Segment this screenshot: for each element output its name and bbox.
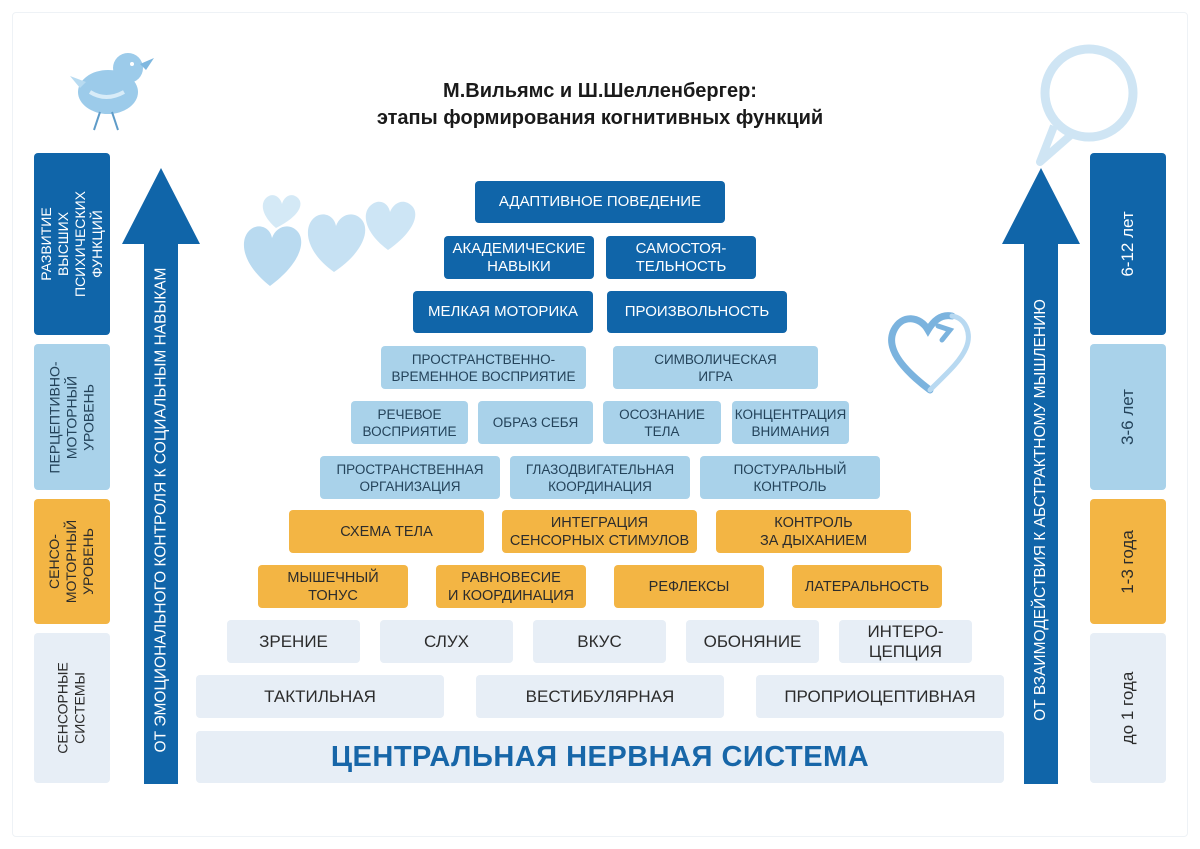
box-smell: ОБОНЯНИЕ (686, 620, 819, 663)
hearts-icon (243, 195, 416, 286)
box-interoception: ИНТЕРО- ЦЕПЦИЯ (839, 620, 972, 663)
box-self-image: ОБРАЗ СЕБЯ (478, 401, 593, 444)
box-breathing-control: КОНТРОЛЬ ЗА ДЫХАНИЕМ (716, 510, 911, 553)
level-sensory-systems: СЕНСОРНЫЕ СИСТЕМЫ (34, 633, 110, 783)
poster-title: М.Вильямс и Ш.Шелленбергер: этапы формир… (300, 78, 900, 132)
level-label: РАЗВИТИЕ ВЫСШИХ ПСИХИЧЕСКИХ ФУНКЦИЙ (38, 191, 106, 297)
left-arrow-label: ОТ ЭМОЦИОНАЛЬНОГО КОНТРОЛЯ К СОЦИАЛЬНЫМ … (152, 267, 169, 753)
box-vision: ЗРЕНИЕ (227, 620, 360, 663)
right-arrow-label: ОТ ВЗАИМОДЕЙСТВИЯ К АБСТРАКТНОМУ МЫШЛЕНИ… (1032, 299, 1049, 721)
box-voluntariness: ПРОИЗВОЛЬНОСТЬ (607, 291, 787, 333)
box-sensory-integration: ИНТЕГРАЦИЯ СЕНСОРНЫХ СТИМУЛОВ (502, 510, 697, 553)
box-proprioceptive: ПРОПРИОЦЕПТИВНАЯ (756, 675, 1004, 718)
box-reflexes: РЕФЛЕКСЫ (614, 565, 764, 608)
box-body-awareness: ОСОЗНАНИЕ ТЕЛА (603, 401, 721, 444)
age-under-1: до 1 года (1090, 633, 1166, 783)
age-label: 1-3 года (1118, 529, 1137, 594)
box-taste: ВКУС (533, 620, 666, 663)
speech-bubble-icon (1036, 44, 1138, 166)
box-symbolic-play: СИМВОЛИЧЕСКАЯ ИГРА (613, 346, 818, 389)
box-adaptive-behavior: АДАПТИВНОЕ ПОВЕДЕНИЕ (475, 181, 725, 223)
age-3-6: 3-6 лет (1090, 344, 1166, 490)
level-label: СЕНСО- МОТОРНЫЙ УРОВЕНЬ (46, 519, 97, 604)
box-attention-concentration: КОНЦЕНТРАЦИЯ ВНИМАНИЯ (732, 401, 849, 444)
age-1-3: 1-3 года (1090, 499, 1166, 624)
level-label: ПЕРЦЕПТИВНО- МОТОРНЫЙ УРОВЕНЬ (46, 360, 97, 474)
age-label: 3-6 лет (1118, 389, 1137, 445)
box-vestibular: ВЕСТИБУЛЯРНАЯ (476, 675, 724, 718)
title-line-2: этапы формирования когнитивных функций (376, 107, 824, 129)
level-higher-functions: РАЗВИТИЕ ВЫСШИХ ПСИХИЧЕСКИХ ФУНКЦИЙ (34, 153, 110, 335)
left-up-arrow-icon (122, 168, 200, 784)
age-label: до 1 года (1118, 671, 1137, 745)
box-balance-coordination: РАВНОВЕСИЕ И КООРДИНАЦИЯ (436, 565, 586, 608)
box-spatiotemporal-perception: ПРОСТРАНСТВЕННО- ВРЕМЕННОЕ ВОСПРИЯТИЕ (381, 346, 586, 389)
box-muscle-tone: МЫШЕЧНЫЙ ТОНУС (258, 565, 408, 608)
box-fine-motor: МЕЛКАЯ МОТОРИКА (413, 291, 593, 333)
title-line-1: М.Вильямс и Ш.Шелленбергер: (443, 80, 757, 102)
box-academic-skills: АКАДЕМИЧЕСКИЕ НАВЫКИ (444, 236, 594, 279)
box-speech-perception: РЕЧЕВОЕ ВОСПРИЯТИЕ (351, 401, 468, 444)
box-independence: САМОСТОЯ- ТЕЛЬНОСТЬ (606, 236, 756, 279)
right-up-arrow-icon (1002, 168, 1080, 784)
level-label: СЕНСОРНЫЕ СИСТЕМЫ (55, 662, 88, 754)
age-label: 6-12 лет (1118, 211, 1137, 277)
box-hearing: СЛУХ (380, 620, 513, 663)
age-6-12: 6-12 лет (1090, 153, 1166, 335)
box-tactile: ТАКТИЛЬНАЯ (196, 675, 444, 718)
box-laterality: ЛАТЕРАЛЬНОСТЬ (792, 565, 942, 608)
bird-icon (70, 53, 154, 131)
box-central-nervous-system: ЦЕНТРАЛЬНАЯ НЕРВНАЯ СИСТЕМА (196, 731, 1004, 783)
box-postural-control: ПОСТУРАЛЬНЫЙ КОНТРОЛЬ (700, 456, 880, 499)
level-perceptual-motor: ПЕРЦЕПТИВНО- МОТОРНЫЙ УРОВЕНЬ (34, 344, 110, 490)
box-spatial-organization: ПРОСТРАНСТВЕННАЯ ОРГАНИЗАЦИЯ (320, 456, 500, 499)
box-oculomotor-coordination: ГЛАЗОДВИГАТЕЛЬНАЯ КООРДИНАЦИЯ (510, 456, 690, 499)
heart-outline-icon (888, 312, 971, 394)
level-sensorimotor: СЕНСО- МОТОРНЫЙ УРОВЕНЬ (34, 499, 110, 624)
box-body-scheme: СХЕМА ТЕЛА (289, 510, 484, 553)
poster-frame (12, 12, 1188, 837)
